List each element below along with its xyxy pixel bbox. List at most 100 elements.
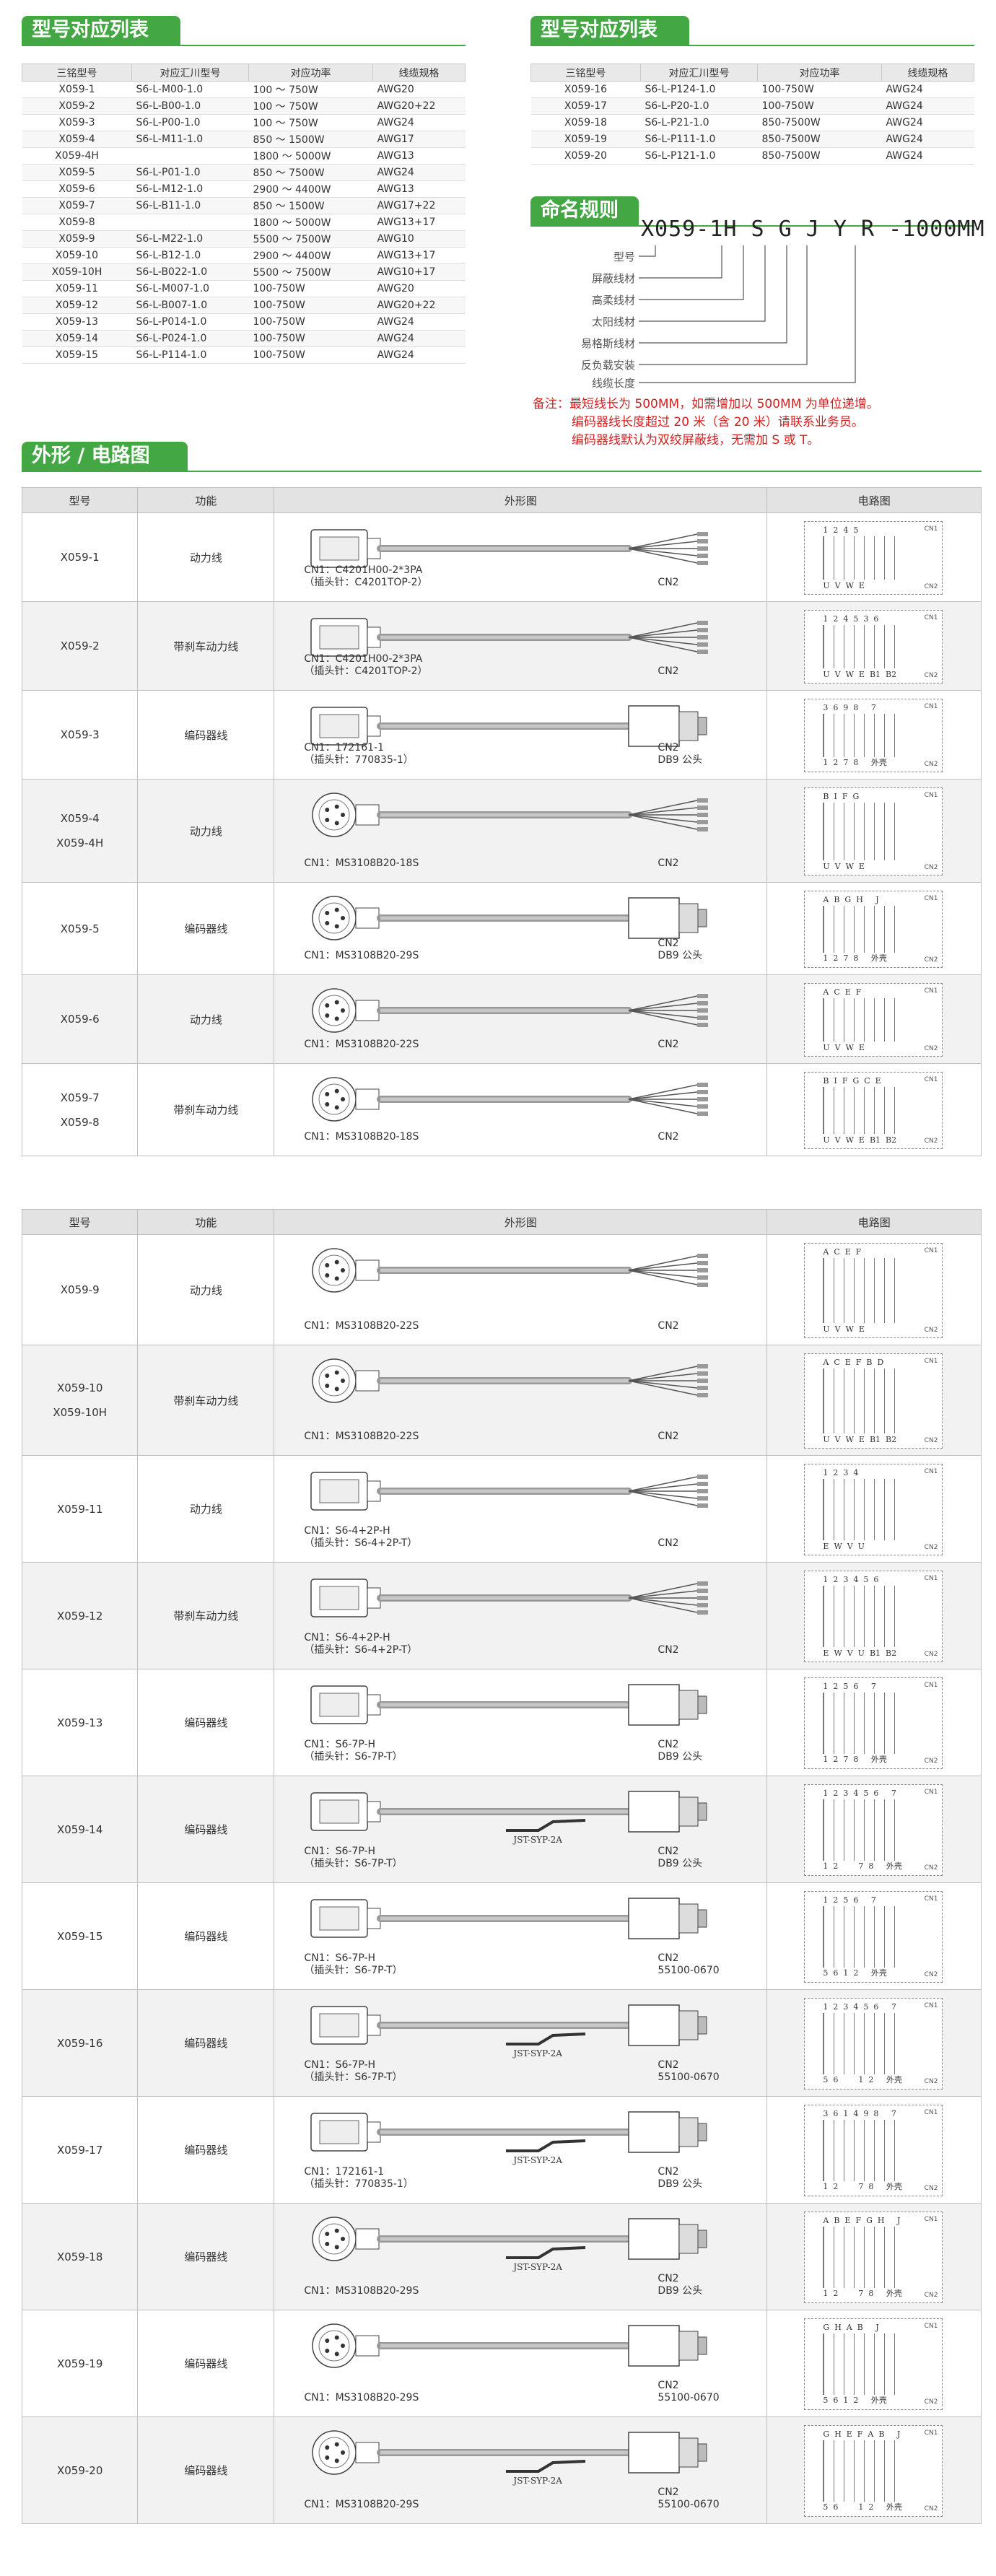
table-cell: AWG24	[372, 330, 466, 347]
function-cell: 编码器线	[137, 882, 275, 975]
table-cell: 100-750W	[248, 330, 373, 347]
cn2-line: CN2	[658, 1431, 679, 1442]
table-cell: AWG10+17	[372, 263, 466, 281]
cn2-line: CN2	[658, 2380, 679, 2391]
cn1-line: （插头针：S6-4+2P-T）	[304, 1537, 418, 1549]
cn1-line: CN1：MS3108B20-18S	[304, 857, 419, 869]
table-cell: X059-19	[530, 131, 641, 148]
column-header: 型号	[21, 1209, 139, 1235]
table-cell: S6-L-P111-1.0	[640, 131, 758, 148]
circuit-wires	[823, 803, 899, 860]
cable-drawing	[310, 1579, 709, 1617]
function-cell: 动力线	[137, 1455, 275, 1563]
section-title-naming: 命名规则	[530, 196, 639, 225]
circuit-cn2-label: CN2	[924, 1544, 938, 1551]
model-label: X059-6	[60, 1013, 100, 1026]
circuit-cn2-label: CN2	[924, 1045, 938, 1052]
model-label: X059-2	[60, 639, 100, 652]
function-cell: 动力线	[137, 1234, 275, 1345]
table-cell: S6-L-P114-1.0	[131, 346, 249, 364]
table-cell: AWG13+17	[372, 247, 466, 264]
model-label: X059-13	[56, 1716, 103, 1729]
circuit-cn2-label: CN2	[924, 2078, 938, 2085]
table-cell: X059-10	[22, 247, 132, 264]
table-cell: X059-1	[22, 81, 132, 98]
table-cell: 2900 ～ 4400W	[248, 180, 373, 198]
circuit-bottom-pins: 1 2 7 8 外壳	[823, 1755, 887, 1764]
cable-drawing	[310, 1472, 709, 1511]
cn1-line: CN1：C4201H00-2*3PA	[304, 653, 423, 665]
circuit-bottom-pins: 5 6 1 2 外壳	[823, 2075, 902, 2084]
table-cell: S6-L-M11-1.0	[131, 131, 249, 148]
cn1-line: CN1：MS3108B20-29S	[304, 2392, 419, 2403]
model-cell: X059-16	[21, 1989, 139, 2097]
cn2-line: CN2	[658, 2059, 679, 2071]
model-cell: X059-20	[21, 2416, 139, 2524]
model-cell: X059-19	[21, 2310, 139, 2417]
circuit-cn2-label: CN2	[924, 2292, 938, 2299]
cn2-label: CN2	[658, 857, 678, 870]
cn2-line: DB9 公头	[658, 1751, 703, 1763]
circuit-wires	[823, 1087, 899, 1134]
jst-label: JST-SYP-2A	[513, 1834, 562, 1845]
table-cell: S6-L-P01-1.0	[131, 164, 249, 181]
cable-drawing	[310, 2004, 707, 2046]
model-cell: X059-12	[21, 1562, 139, 1669]
cn2-line: CN2	[658, 938, 679, 949]
circuit-bottom-pins: 5 6 1 2 外壳	[823, 1968, 887, 1978]
circuit-cn1-label: CN1	[924, 1076, 938, 1083]
circuit-top-pins: B I F G C E	[823, 1076, 881, 1086]
table-cell: 850-7500W	[757, 131, 882, 148]
cn1-line: （插头针：C4201TOP-2）	[304, 665, 428, 677]
circuit-bottom-pins: E W V U B1 B2	[823, 1649, 897, 1658]
cn2-line: DB9 公头	[658, 950, 703, 961]
cn1-line: （插头针：S6-7P-T）	[304, 1858, 403, 1869]
circuit-bottom-pins: 1 2 7 8 外壳	[823, 2182, 902, 2191]
model-label: X059-10	[56, 1381, 103, 1394]
section2-underline	[530, 45, 974, 46]
circuit-top-pins: 1 2 5 6 7	[823, 1895, 876, 1905]
cn1-line: CN1：MS3108B20-18S	[304, 1131, 419, 1143]
model-label: X059-8	[60, 1115, 100, 1129]
table-header-row: 型号功能外形图电路图	[21, 487, 982, 513]
cn1-label: CN1：MS3108B20-18S	[304, 857, 419, 870]
cn2-label: CN2	[658, 1644, 678, 1656]
cn2-line: DB9 公头	[658, 754, 703, 766]
cable-drawing	[312, 988, 709, 1033]
circuit-cn2-label: CN2	[924, 2185, 938, 2192]
circuit-cn2-label: CN2	[924, 1138, 938, 1145]
section-title-model-list: 型号对应列表	[22, 16, 180, 45]
table-cell: X059-7	[22, 197, 132, 214]
circuit-wires	[823, 2120, 899, 2181]
function-cell: 编码器线	[137, 2203, 275, 2310]
jst-label: JST-SYP-2A	[513, 2261, 562, 2272]
cn1-line: CN1：S6-7P-H	[304, 1739, 376, 1750]
drawing-cell: CN1：S6-4+2P-H（插头针：S6-4+2P-T）CN2	[274, 1562, 768, 1669]
table-cell: 1800 ～ 5000W	[248, 214, 373, 231]
column-header: 外形图	[274, 1209, 768, 1235]
circuit-wires	[823, 1693, 899, 1754]
table-cell: AWG17	[372, 131, 466, 148]
cn1-line: CN1：172161-1	[304, 2166, 384, 2178]
function-cell: 带刹车动力线	[137, 1345, 275, 1456]
cn1-line: （插头针：S6-4+2P-T）	[304, 1644, 418, 1656]
naming-label: 易格斯线材	[580, 337, 635, 350]
column-header: 线缆规格	[372, 64, 466, 82]
cn1-line: CN1：S6-7P-H	[304, 2059, 376, 2071]
